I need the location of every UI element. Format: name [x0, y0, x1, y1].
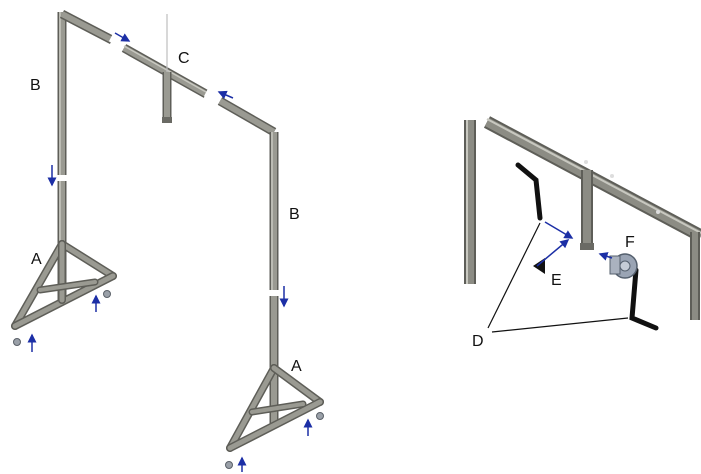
label-f: F [625, 234, 635, 251]
left-frame-assembly [11, 10, 324, 472]
part-f-wheel [598, 252, 638, 279]
label-b-right: B [289, 206, 300, 223]
right-post-upper [269, 132, 279, 290]
left-post-joint [56, 175, 68, 181]
detail-top-beam [483, 116, 701, 242]
detail-view [464, 116, 701, 333]
top-beam-right-segment [217, 97, 277, 136]
center-bracket-c [162, 14, 172, 123]
right-tripod-base [226, 364, 324, 452]
part-e [533, 221, 574, 274]
left-post-upper [57, 12, 67, 175]
crank-handle-upper [515, 162, 543, 221]
label-a-right: A [291, 358, 302, 375]
blue-direction-arrows [27, 32, 313, 472]
top-beam-left-segment [59, 10, 115, 44]
top-beam-middle-segment [121, 44, 209, 98]
crank-handle-lower [629, 267, 659, 331]
left-tripod-base [11, 240, 117, 330]
detail-left-post [464, 120, 476, 284]
label-a-left: A [31, 251, 42, 268]
label-e: E [551, 272, 562, 289]
labels: B C B A A F E D [30, 50, 635, 375]
label-b-left: B [30, 77, 41, 94]
detail-hanging-bracket [580, 170, 594, 250]
label-d: D [472, 333, 484, 350]
foot-knobs [13, 290, 324, 469]
leader-lines-d [487, 222, 629, 333]
label-c: C [178, 50, 190, 67]
